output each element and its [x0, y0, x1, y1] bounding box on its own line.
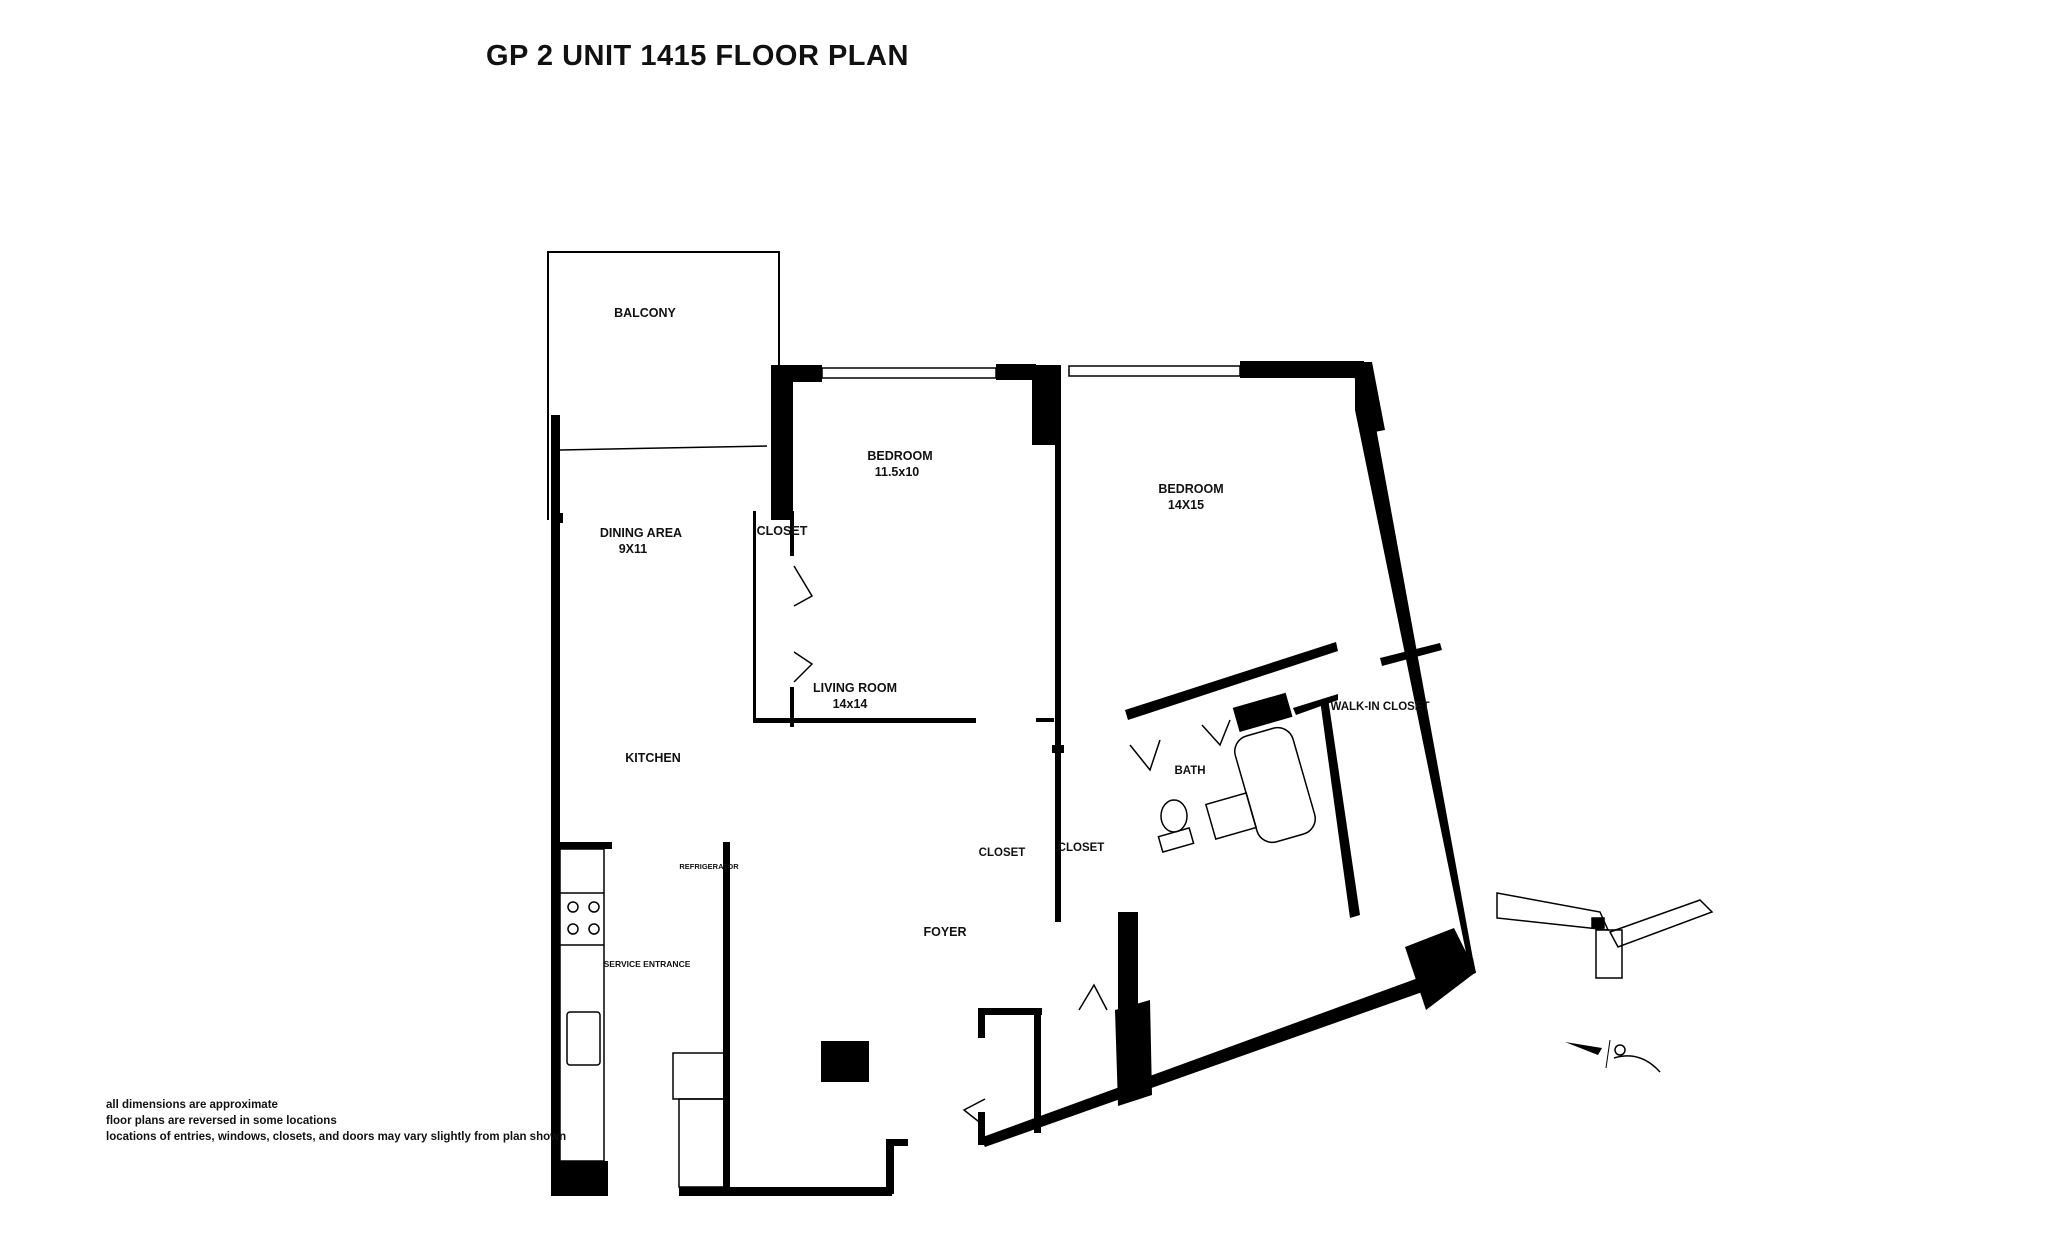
note-line: all dimensions are approximate — [106, 1099, 278, 1111]
service-entrance-label: SERVICE ENTRANCE — [604, 959, 691, 969]
dining-label: DINING AREA — [600, 526, 682, 540]
bedroom1-size: 11.5x10 — [875, 465, 920, 479]
note-line: floor plans are reversed in some locatio… — [106, 1115, 337, 1127]
bedroom2-label: BEDROOM — [1158, 482, 1223, 496]
note-line: locations of entries, windows, closets, … — [106, 1131, 567, 1143]
windows — [821, 365, 1241, 379]
compass-icon — [1565, 1039, 1661, 1073]
refrigerator — [672, 1052, 727, 1100]
toilet-icon — [1160, 799, 1188, 833]
kitchen-label: KITCHEN — [625, 751, 681, 765]
page-title: GP 2 UNIT 1415 FLOOR PLAN — [486, 40, 909, 72]
bedroom2-size: 14X15 — [1168, 498, 1204, 512]
living-room-label: LIVING ROOM — [813, 681, 897, 695]
column — [821, 1041, 869, 1082]
stove-burner — [588, 901, 600, 913]
balcony-label: BALCONY — [614, 306, 676, 320]
closet-hall-label: CLOSET — [1058, 842, 1105, 854]
door-swings — [793, 565, 1231, 1126]
balcony-outline — [547, 251, 780, 520]
dining-size: 9X11 — [619, 542, 648, 556]
bathtub — [1234, 726, 1316, 844]
bedroom1-label: BEDROOM — [867, 449, 932, 463]
living-room-size: 14x14 — [833, 697, 868, 711]
walk-in-closet-label: WALK-IN CLOSET — [1330, 701, 1429, 713]
disclaimer-notes: all dimensions are approximate floor pla… — [106, 1097, 566, 1145]
site-key-plan — [1496, 892, 1714, 979]
refrigerator-label: REFRIGERATOR — [679, 862, 739, 871]
closet-foyer-label: CLOSET — [979, 847, 1026, 859]
bath-fixtures — [1157, 726, 1316, 854]
stove-burner — [567, 923, 579, 935]
room-labels: BALCONY BEDROOM 11.5x10 BEDROOM 14X15 DI… — [600, 306, 1430, 969]
walls — [551, 361, 1476, 1196]
bath-label: BATH — [1174, 765, 1205, 777]
stove-burner — [567, 901, 579, 913]
kitchen-counter — [559, 848, 727, 1188]
foyer-label: FOYER — [923, 925, 966, 939]
stove-burner — [588, 923, 600, 935]
closet-bedroom1-label: CLOSET — [757, 524, 808, 538]
sink-icon — [1204, 791, 1258, 841]
